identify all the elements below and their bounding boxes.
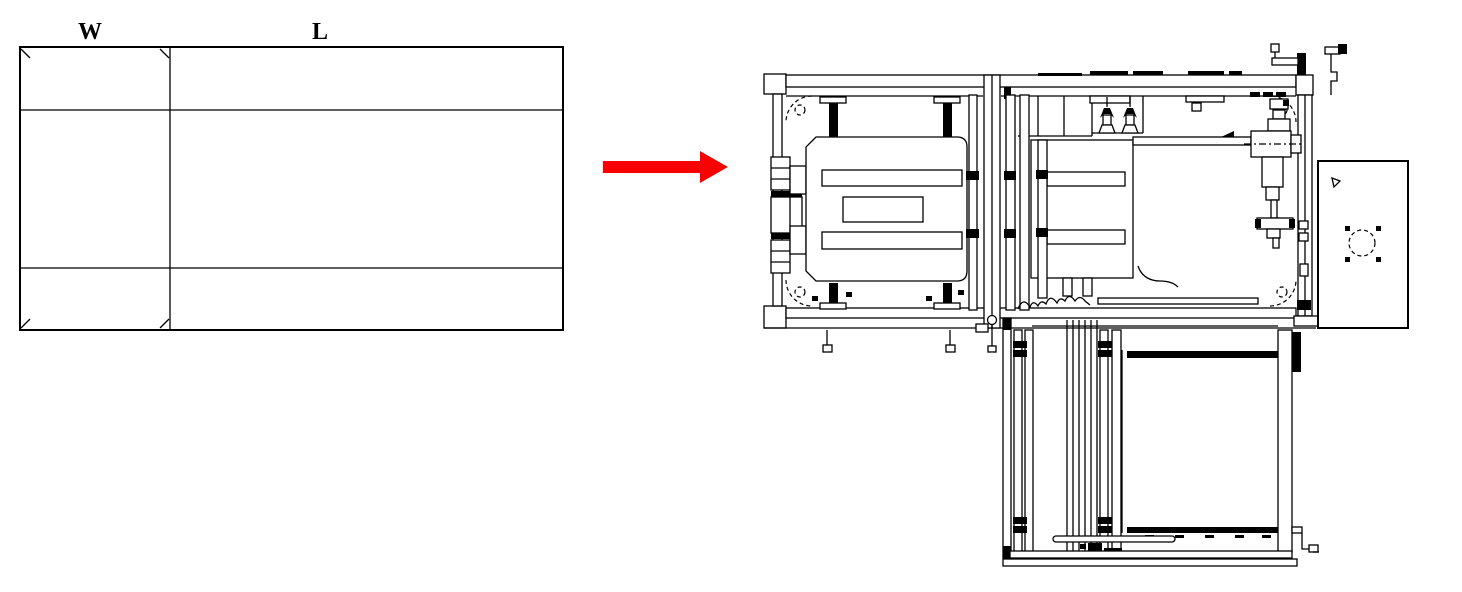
panel-mark bbox=[1331, 176, 1342, 189]
notch-bottom-mid bbox=[159, 318, 170, 329]
hopper-slot bbox=[821, 231, 963, 250]
notch-top-left bbox=[20, 48, 31, 59]
frame-rail-top bbox=[785, 74, 1297, 88]
transfer-arm bbox=[1132, 98, 1302, 249]
guide-rail bbox=[1019, 94, 1030, 311]
cable bbox=[1137, 265, 1179, 288]
side-bracket bbox=[770, 239, 791, 274]
arm-rod bbox=[1132, 136, 1252, 146]
belt-bar-bottom bbox=[1127, 527, 1278, 533]
length-label: L bbox=[312, 19, 328, 45]
guide-rail bbox=[968, 94, 978, 311]
vacuum-port-circle bbox=[1348, 229, 1376, 257]
frame-corner-top-right bbox=[1295, 74, 1314, 96]
magazine-hopper bbox=[805, 136, 968, 282]
panel-plate bbox=[1317, 160, 1409, 329]
machine-drawing bbox=[763, 43, 1409, 567]
ring-pin-icon bbox=[986, 314, 998, 326]
pipe-fittings bbox=[1250, 43, 1347, 97]
floor-plate bbox=[1097, 297, 1259, 305]
crank-bracket bbox=[1291, 526, 1319, 553]
vacuum-valve-icon bbox=[1098, 97, 1116, 134]
conveyor-rail bbox=[1111, 329, 1122, 553]
belt-bar-top bbox=[1127, 351, 1278, 358]
frame-corner-top-left bbox=[763, 73, 787, 95]
guide-rail bbox=[1037, 139, 1048, 299]
discharge-section bbox=[822, 314, 1319, 567]
hanging-pins bbox=[822, 314, 998, 353]
notch-bottom-left bbox=[20, 318, 31, 329]
cable-bundle bbox=[1017, 295, 1091, 310]
frame-rail-bottom bbox=[785, 307, 1297, 319]
carton-blank: W L bbox=[19, 19, 564, 331]
pusher-blade bbox=[1052, 535, 1176, 543]
frame-foot-right bbox=[1293, 315, 1319, 327]
hook-fitting-icon bbox=[1270, 43, 1280, 53]
side-bar bbox=[1002, 317, 1012, 559]
guide-post bbox=[829, 103, 838, 137]
vacuum-valve-icon bbox=[1121, 97, 1139, 134]
base-rail bbox=[1009, 550, 1293, 559]
blank-outline bbox=[19, 46, 564, 331]
forming-box bbox=[1030, 139, 1134, 279]
valve-fitting-icon bbox=[1324, 46, 1341, 55]
hopper-slot bbox=[821, 169, 963, 187]
width-label: W bbox=[78, 19, 102, 45]
cylinder bbox=[1261, 156, 1284, 188]
forming-section bbox=[1004, 71, 1302, 311]
feed-arrow bbox=[603, 151, 728, 183]
guide-post bbox=[943, 103, 952, 137]
side-bracket bbox=[770, 156, 791, 191]
base-edge bbox=[1002, 558, 1298, 567]
notch-top-mid bbox=[159, 48, 170, 59]
conveyor-rail-right bbox=[1277, 329, 1293, 553]
left-magazine bbox=[770, 94, 979, 311]
guide-rail bbox=[1005, 94, 1016, 311]
hopper-window bbox=[842, 196, 924, 223]
frame-corner-bottom-left bbox=[763, 305, 787, 329]
vacuum-panel bbox=[1317, 160, 1409, 329]
